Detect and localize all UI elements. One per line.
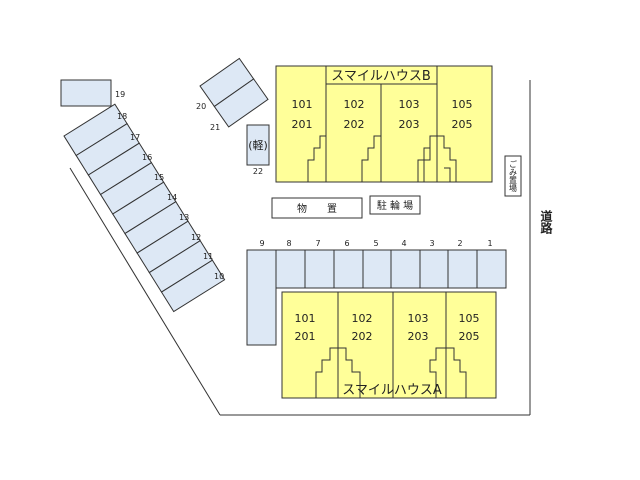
parking-8: 8: [286, 239, 291, 248]
parking-7: 7: [315, 239, 320, 248]
parking-20: 20: [196, 102, 206, 111]
storage-box: [271, 197, 363, 219]
garbage-box: [504, 155, 522, 197]
parking-4: 4: [401, 239, 406, 248]
parking-9: 9: [259, 239, 264, 248]
parking-22: 22: [253, 167, 263, 176]
parking-diagonal-strip: [63, 103, 226, 313]
b-unit-202: 202: [344, 118, 365, 131]
parking-19: 19: [115, 90, 125, 99]
parking-17: 17: [130, 133, 140, 142]
parking-15: 15: [154, 173, 164, 182]
b-unit-203: 203: [399, 118, 420, 131]
bicycle-parking-box: [369, 195, 421, 215]
parking-19-box: [60, 79, 112, 107]
parking-3: 3: [429, 239, 434, 248]
b-unit-103: 103: [399, 98, 420, 111]
building-a-name: スマイルハウスA: [342, 383, 442, 398]
bicycle-parking-label: 駐 輪 場: [377, 199, 413, 212]
parking-1: 1: [487, 239, 492, 248]
parking-5: 5: [373, 239, 378, 248]
building-a: [281, 291, 497, 399]
a-unit-105: 105: [459, 312, 480, 325]
a-unit-202: 202: [352, 330, 373, 343]
a-unit-205: 205: [459, 330, 480, 343]
building-b: [275, 65, 493, 183]
b-unit-102: 102: [344, 98, 365, 111]
parking-6: 6: [344, 239, 349, 248]
b-unit-101: 101: [292, 98, 313, 111]
a-unit-201: 201: [295, 330, 316, 343]
a-unit-203: 203: [408, 330, 429, 343]
a-unit-101: 101: [295, 312, 316, 325]
boundary-left-line: [69, 167, 221, 416]
parking-20-21-boxes: [199, 57, 269, 128]
parking-14: 14: [167, 193, 177, 202]
road-label: 道路: [539, 209, 553, 235]
a-unit-103: 103: [408, 312, 429, 325]
parking-18: 18: [117, 112, 127, 121]
parking-2: 2: [457, 239, 462, 248]
b-unit-201: 201: [292, 118, 313, 131]
parking-10: 10: [214, 272, 224, 281]
parking-21: 21: [210, 123, 220, 132]
b-unit-205: 205: [452, 118, 473, 131]
b-unit-105: 105: [452, 98, 473, 111]
parking-22-box: [246, 124, 270, 166]
parking-11: 11: [203, 252, 213, 261]
storage-label: 物 置: [297, 202, 337, 215]
garbage-label: ごみ置場: [509, 159, 518, 193]
building-b-name: スマイルハウスB: [331, 69, 431, 84]
kei-car-label: (軽): [248, 139, 268, 152]
parking-12: 12: [191, 233, 201, 242]
parking-16: 16: [142, 153, 152, 162]
parking-row: [246, 249, 507, 346]
parking-13: 13: [179, 213, 189, 222]
a-unit-102: 102: [352, 312, 373, 325]
